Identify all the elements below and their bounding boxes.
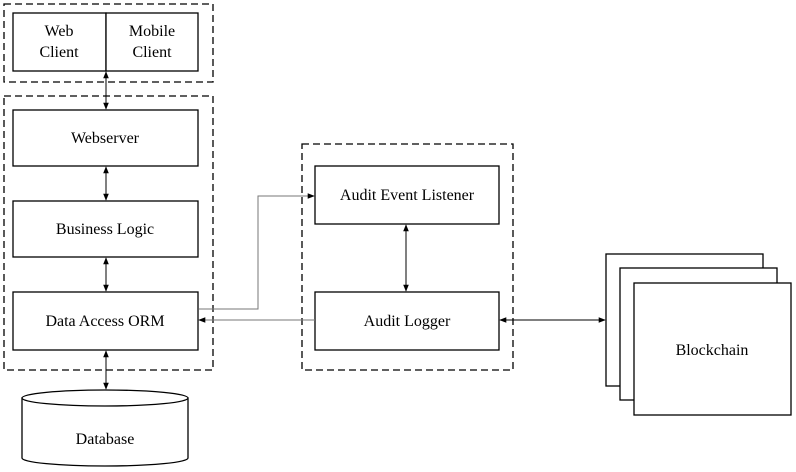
dataaccess-listener-arrow bbox=[199, 193, 315, 310]
data-access-box bbox=[12, 291, 199, 351]
blockchain-label: Blockchain bbox=[676, 342, 749, 359]
mobile-client-label-1: Mobile bbox=[129, 23, 175, 40]
web-client-label-1: Web bbox=[45, 23, 74, 40]
audit-listener-label: Audit Event Listener bbox=[340, 187, 475, 204]
audit-logger-label: Audit Logger bbox=[364, 313, 451, 330]
database-cylinder: Database bbox=[21, 389, 189, 467]
web-client-box bbox=[12, 12, 107, 72]
mobile-client-label-2: Client bbox=[132, 44, 172, 61]
audit-logger-box bbox=[314, 291, 500, 351]
data-access-label: Data Access ORM bbox=[45, 313, 164, 330]
business-logic-box bbox=[12, 200, 199, 258]
webserver-box bbox=[12, 109, 199, 167]
webserver-label: Webserver bbox=[71, 130, 140, 147]
audit-listener-box bbox=[314, 165, 500, 225]
mobile-client-box bbox=[105, 12, 199, 72]
audit-group bbox=[301, 143, 514, 371]
business-logic-label: Business Logic bbox=[56, 221, 154, 238]
database-label: Database bbox=[76, 431, 135, 448]
blockchain-stack: Blockchain bbox=[605, 253, 792, 416]
web-client-label-2: Client bbox=[39, 44, 79, 61]
